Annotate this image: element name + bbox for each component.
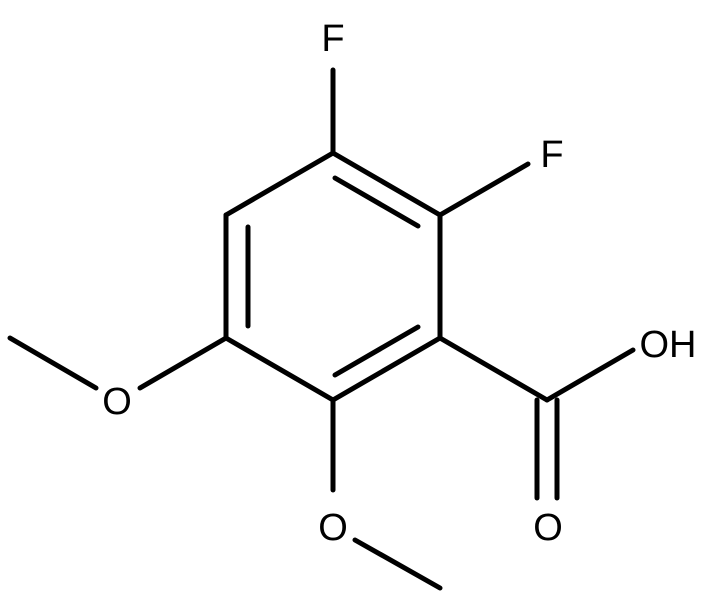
double-bond-inner-c3-c4 <box>332 324 421 378</box>
bond-o-ch3-left <box>7 335 99 391</box>
atom-fluorine-top: F <box>321 18 344 60</box>
bond-carboxyl-oh <box>544 347 636 403</box>
bond-c6-c1 <box>223 150 336 218</box>
atom-oxygen-methoxy-bottom: O <box>318 507 348 549</box>
bond-o-ch3-bottom <box>352 537 443 591</box>
bond-c1-c2 <box>330 150 443 218</box>
bond-c3-c4 <box>330 335 443 403</box>
bond-c3-carboxyl <box>437 335 550 403</box>
bond-c2-f <box>437 161 531 218</box>
atom-oxygen-carbonyl: O <box>533 507 563 549</box>
atom-fluorine-right: F <box>540 134 563 176</box>
atom-oxygen-methoxy-left: O <box>102 381 132 423</box>
bond-c4-c5 <box>223 335 336 403</box>
atom-hydroxyl: OH <box>640 324 697 366</box>
benzene-ring <box>223 150 443 403</box>
bond-c5-o <box>137 335 229 391</box>
double-bond-inner-c1-c2 <box>332 175 421 229</box>
